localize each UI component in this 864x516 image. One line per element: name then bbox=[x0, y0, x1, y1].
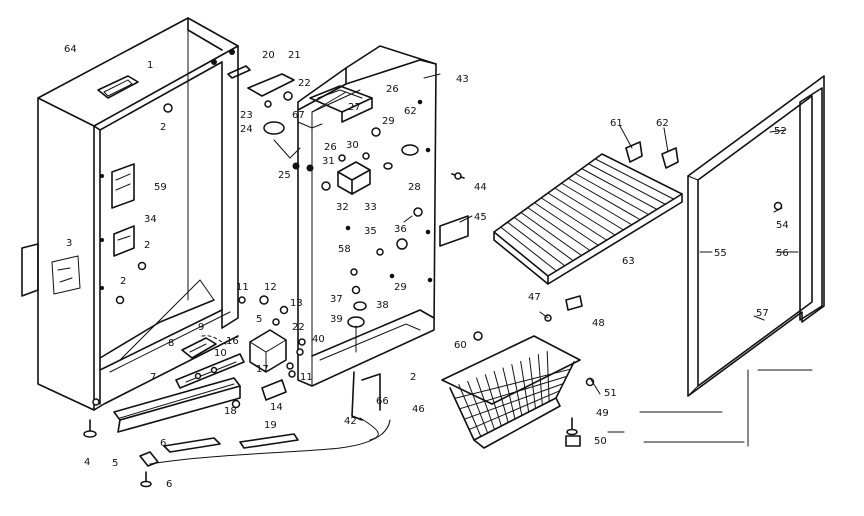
callout-47: 47 bbox=[528, 292, 541, 303]
callout-26: 26 bbox=[324, 142, 337, 153]
callout-18: 18 bbox=[224, 406, 237, 417]
callout-6: 6 bbox=[166, 479, 172, 490]
callout-30: 30 bbox=[346, 140, 359, 151]
callout-2: 2 bbox=[144, 240, 150, 251]
callout-45: 45 bbox=[474, 212, 487, 223]
callout-51: 51 bbox=[604, 388, 617, 399]
callout-43: 43 bbox=[456, 74, 469, 85]
callout-12: 12 bbox=[264, 282, 277, 293]
callout-13: 13 bbox=[290, 298, 303, 309]
callout-5: 5 bbox=[112, 458, 118, 469]
callout-14: 14 bbox=[270, 402, 283, 413]
callout-11: 11 bbox=[300, 372, 313, 383]
callout-22: 22 bbox=[298, 78, 311, 89]
callout-5: 5 bbox=[256, 314, 262, 325]
callout-38: 38 bbox=[376, 300, 389, 311]
callout-64: 64 bbox=[64, 44, 77, 55]
callout-29: 29 bbox=[394, 282, 407, 293]
callout-57: 57 bbox=[756, 308, 769, 319]
callout-58: 58 bbox=[338, 244, 351, 255]
callout-8: 8 bbox=[168, 338, 174, 349]
callout-49: 49 bbox=[596, 408, 609, 419]
wire-shelf bbox=[493, 153, 683, 285]
door-panel bbox=[687, 75, 825, 397]
callout-2: 2 bbox=[410, 372, 416, 383]
callout-27: 27 bbox=[348, 102, 361, 113]
callout-44: 44 bbox=[474, 182, 487, 193]
callout-11: 11 bbox=[236, 282, 249, 293]
wire-basket bbox=[441, 335, 581, 449]
callout-19: 19 bbox=[264, 420, 277, 431]
cabinet-liner bbox=[297, 45, 437, 387]
callout-17: 17 bbox=[256, 364, 269, 375]
callout-3: 3 bbox=[66, 238, 72, 249]
callout-50: 50 bbox=[594, 436, 607, 447]
callout-22: 22 bbox=[292, 322, 305, 333]
callout-42: 42 bbox=[344, 416, 357, 427]
callout-56: 56 bbox=[776, 248, 789, 259]
callout-55: 55 bbox=[714, 248, 727, 259]
callout-26: 26 bbox=[386, 84, 399, 95]
callout-60: 60 bbox=[454, 340, 467, 351]
callout-61: 61 bbox=[610, 118, 623, 129]
callout-46: 46 bbox=[412, 404, 425, 415]
callout-52: 52 bbox=[774, 126, 787, 137]
callout-6: 6 bbox=[160, 438, 166, 449]
callout-29: 29 bbox=[382, 116, 395, 127]
callout-63: 63 bbox=[622, 256, 635, 267]
callout-10: 10 bbox=[214, 348, 227, 359]
callout-36: 36 bbox=[394, 224, 407, 235]
callout-2: 2 bbox=[120, 276, 126, 287]
callout-28: 28 bbox=[408, 182, 421, 193]
callout-62: 62 bbox=[404, 106, 417, 117]
cabinet-shell bbox=[21, 17, 239, 411]
callout-40: 40 bbox=[312, 334, 325, 345]
callout-39: 39 bbox=[330, 314, 343, 325]
callout-34: 34 bbox=[144, 214, 157, 225]
callout-33: 33 bbox=[364, 202, 377, 213]
callout-62: 62 bbox=[656, 118, 669, 129]
callout-37: 37 bbox=[330, 294, 343, 305]
callout-labels: 1 2 2 2 2 3 4 5 5 6 6 7 8 9 10 11 11 12 … bbox=[64, 44, 789, 490]
callout-20: 20 bbox=[262, 50, 275, 61]
callout-9: 9 bbox=[198, 322, 204, 333]
callout-59: 59 bbox=[154, 182, 167, 193]
callout-24: 24 bbox=[240, 124, 253, 135]
callout-54: 54 bbox=[776, 220, 789, 231]
callout-32: 32 bbox=[336, 202, 349, 213]
small-parts bbox=[83, 65, 813, 488]
callout-67: 67 bbox=[292, 110, 305, 121]
callout-48: 48 bbox=[592, 318, 605, 329]
callout-1: 1 bbox=[147, 60, 153, 71]
callout-23: 23 bbox=[240, 110, 253, 121]
callout-66: 66 bbox=[376, 396, 389, 407]
callout-7: 7 bbox=[150, 372, 156, 383]
callout-35: 35 bbox=[364, 226, 377, 237]
callout-31: 31 bbox=[322, 156, 335, 167]
callout-4: 4 bbox=[84, 457, 90, 468]
callout-16: 16 bbox=[226, 336, 239, 347]
callout-25: 25 bbox=[278, 170, 291, 181]
callout-21: 21 bbox=[288, 50, 301, 61]
callout-2: 2 bbox=[160, 122, 166, 133]
